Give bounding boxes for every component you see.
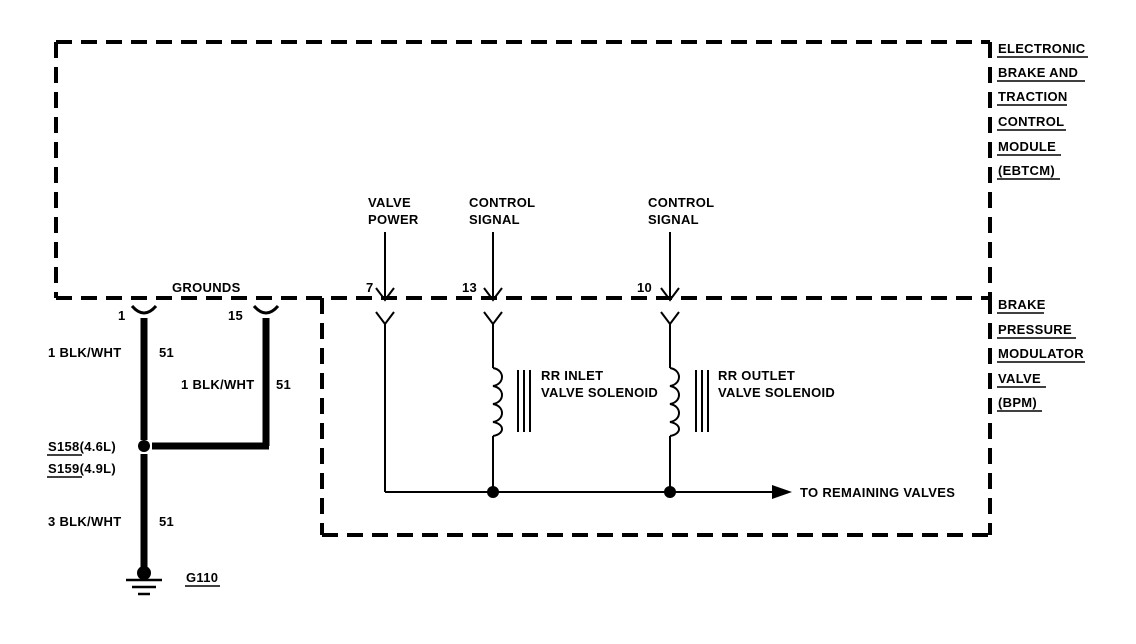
ground-connector-pin-15 [252,304,280,315]
ground-g110-label: G110 [186,570,218,585]
wire-pin15-label: 1 BLK/WHT [181,377,254,392]
splice-dot [138,440,150,452]
wire-pin1-circuit: 51 [159,345,174,360]
valve-power-label-2: POWER [368,212,419,227]
common-bus [385,485,792,499]
ground-symbol [126,566,162,596]
wire-pin1-label: 1 BLK/WHT [48,345,121,360]
ebtcm-label-line-5: MODULE [998,139,1056,154]
splice-s158-label: S158(4.6L) [48,439,116,454]
control-signal-b-label-1: CONTROL [648,195,714,210]
ebtcm-label-line-4: CONTROL [998,114,1064,129]
rr-outlet-label-1: RR OUTLET [718,368,795,383]
to-remaining-valves-label: TO REMAINING VALVES [800,485,955,500]
connector-13 [483,232,503,368]
bpm-label-line-3: MODULATOR [998,346,1084,361]
wire-main-circuit: 51 [159,514,174,529]
junction-dot-outlet [664,486,676,498]
ebtcm-label-line-2: BRAKE AND [998,65,1078,80]
rr-inlet-label-2: VALVE SOLENOID [541,385,658,400]
control-signal-a-label-1: CONTROL [469,195,535,210]
grounds-label: GROUNDS [172,280,241,295]
ebtcm-boundary [54,40,992,300]
pin-15-label: 15 [228,308,243,323]
wire-pin15-circuit: 51 [276,377,291,392]
bpm-label-line-2: PRESSURE [998,322,1072,337]
ground-connector-pin-1 [130,304,158,315]
wire-main-label: 3 BLK/WHT [48,514,121,529]
bpm-label-line-4: VALVE [998,371,1041,386]
ebtcm-label-line-3: TRACTION [998,89,1068,104]
rr-outlet-solenoid-coil [669,367,709,492]
ebtcm-label-line-6: (EBTCM) [998,163,1055,178]
pin-10-label: 10 [637,280,652,295]
rr-inlet-label-1: RR INLET [541,368,603,383]
connector-10 [660,232,680,368]
splice-s159-label: S159(4.9L) [48,461,116,476]
pin-1-label: 1 [118,308,126,323]
rr-inlet-solenoid-coil [492,367,531,492]
connector-7 [375,232,395,492]
rr-outlet-label-2: VALVE SOLENOID [718,385,835,400]
bpm-label: BRAKE PRESSURE MODULATOR VALVE (BPM) [997,297,1085,412]
junction-dot-inlet [487,486,499,498]
control-signal-a-label-2: SIGNAL [469,212,520,227]
ebtcm-label: ELECTRONIC BRAKE AND TRACTION CONTROL MO… [997,41,1088,180]
pin-13-label: 13 [462,280,477,295]
bpm-boundary [320,298,992,537]
valve-power-label-1: VALVE [368,195,411,210]
bpm-label-line-5: (BPM) [998,395,1037,410]
pin-7-label: 7 [366,280,374,295]
bpm-label-line-1: BRAKE [998,297,1046,312]
control-signal-b-label-2: SIGNAL [648,212,699,227]
ebtcm-label-line-1: ELECTRONIC [998,41,1086,56]
ground-wires [140,318,270,570]
